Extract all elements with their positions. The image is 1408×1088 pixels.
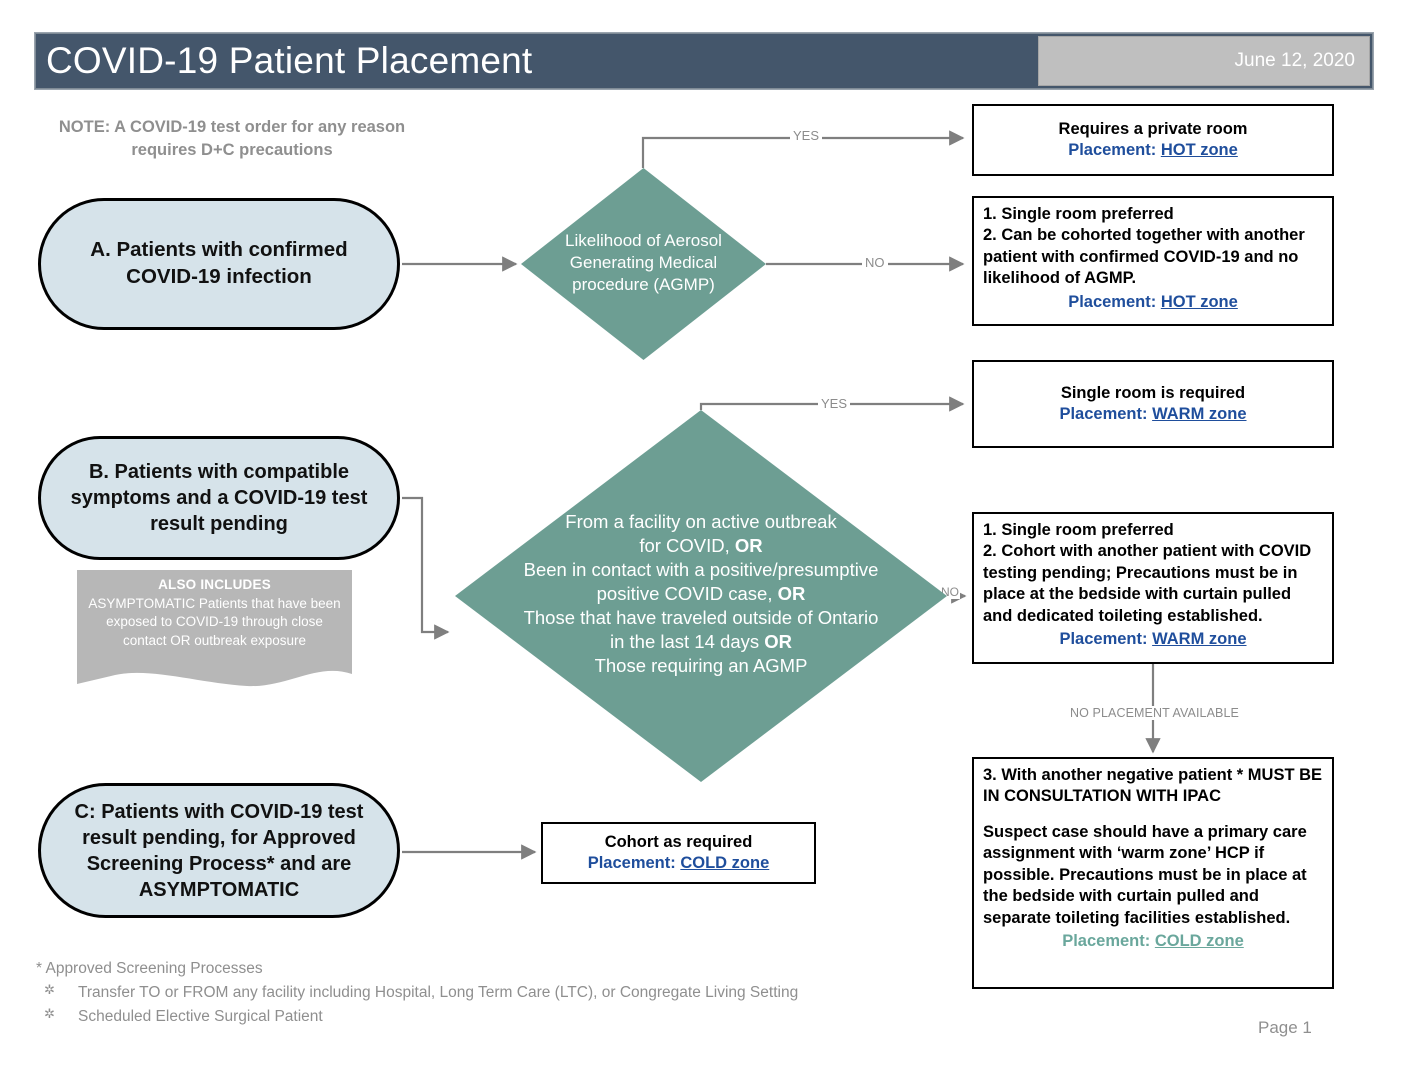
- outcome-2-line2: 2. Can be cohorted together with another…: [983, 226, 1305, 288]
- outcome-2-placement: Placement: HOT zone: [983, 292, 1323, 313]
- input-node-c-label: C: Patients with COVID-19 test result pe…: [74, 800, 364, 901]
- outcome-6-zone: COLD zone: [680, 854, 770, 872]
- footer-list-item-label: Scheduled Elective Surgical Patient: [78, 1008, 323, 1025]
- outcome-5-placement: Placement: COLD zone: [983, 931, 1323, 952]
- outcome-box-negative-patient-cold[interactable]: 3. With another negative patient * MUST …: [972, 757, 1334, 989]
- decision-criteria-line6-or: OR: [764, 631, 792, 653]
- decision-criteria-line7: Those requiring an AGMP: [594, 655, 808, 677]
- outcome-4-zone: WARM zone: [1152, 630, 1247, 649]
- decision-agmp-line2: Generating Medical: [569, 253, 718, 273]
- edge-label-yes-criteria: YES: [818, 396, 851, 411]
- outcome-4-line1: 1. Single room preferred: [983, 521, 1174, 539]
- outcome-box-private-room-hot[interactable]: Requires a private room Placement: HOT z…: [972, 104, 1334, 176]
- decision-criteria-line3: Been in contact with a positive/presumpt…: [523, 559, 879, 581]
- outcome-box-cohort-hot[interactable]: 1. Single room preferred 2. Can be cohor…: [972, 196, 1334, 326]
- outcome-5-line2: Suspect case should have a primary care …: [983, 822, 1307, 927]
- outcome-3-line1: Single room is required: [1060, 383, 1246, 402]
- outcome-2-line1: 1. Single room preferred: [983, 205, 1174, 223]
- decision-criteria-line2-or: OR: [734, 535, 763, 557]
- decision-agmp-line1: Likelihood of Aerosol: [565, 231, 722, 250]
- page-title: COVID-19 Patient Placement: [46, 40, 533, 81]
- input-node-a-label: A. Patients with confirmed COVID-19 infe…: [90, 238, 348, 288]
- diamond-shape: [521, 168, 766, 360]
- outcome-box-single-room-warm[interactable]: Single room is required Placement: WARM …: [972, 360, 1334, 448]
- bullet-icon: ✲: [44, 1006, 55, 1021]
- torn-banner-shape: [77, 570, 352, 687]
- decision-criteria-line6-text: in the last 14 days: [609, 631, 765, 653]
- input-node-b[interactable]: B. Patients with compatible symptoms and…: [38, 436, 400, 560]
- outcome-1-zone: HOT zone: [1160, 141, 1238, 159]
- outcome-5-zone: COLD zone: [1154, 932, 1244, 951]
- outcome-3-placement-label: Placement:: [1059, 405, 1153, 423]
- outcome-2-zone: HOT zone: [1160, 292, 1238, 311]
- footer-heading: * Approved Screening Processes: [36, 960, 263, 977]
- footer-list: ✲ Transfer TO or FROM any facility inclu…: [36, 982, 836, 1028]
- outcome-3-zone: WARM zone: [1152, 405, 1247, 423]
- also-includes-body: ASYMPTOMATIC Patients that have been exp…: [88, 595, 341, 648]
- decision-criteria-line4: positive COVID case, OR: [455, 582, 947, 606]
- bullet-icon: ✲: [44, 982, 55, 997]
- outcome-4-placement-label: Placement:: [1059, 630, 1153, 649]
- header-date-box: June 12, 2020: [1038, 36, 1370, 86]
- also-includes-title: ALSO INCLUDES: [158, 577, 271, 592]
- decision-criteria-line4-text: positive COVID case,: [596, 583, 778, 605]
- page-number: Page 1: [1258, 1018, 1312, 1037]
- decision-criteria-line6: in the last 14 days OR: [455, 630, 947, 654]
- decision-criteria-line4-or: OR: [777, 583, 806, 605]
- outcome-5-placement-label: Placement:: [1062, 932, 1155, 951]
- decision-criteria-line1: From a facility on active outbreak: [565, 511, 837, 532]
- input-node-b-label: B. Patients with compatible symptoms and…: [70, 461, 368, 535]
- also-includes-banner: ALSO INCLUDES ASYMPTOMATIC Patients that…: [77, 570, 352, 692]
- input-node-c[interactable]: C: Patients with COVID-19 test result pe…: [38, 783, 400, 918]
- outcome-box-cohort-cold[interactable]: Cohort as required Placement: COLD zone: [541, 822, 816, 884]
- decision-criteria-line5: Those that have traveled outside of Onta…: [523, 607, 879, 629]
- outcome-5-spacer: [983, 808, 1323, 822]
- edge-label-yes-agmp: YES: [790, 128, 823, 143]
- outcome-6-line1: Cohort as required: [604, 832, 753, 851]
- outcome-1-placement: Placement: HOT zone: [983, 140, 1323, 161]
- footer-list-item-label: Transfer TO or FROM any facility includi…: [78, 984, 799, 1001]
- outcome-2-placement-label: Placement:: [1068, 292, 1161, 311]
- edge-label-no-placement-available: NO PLACEMENT AVAILABLE: [1067, 706, 1242, 720]
- input-node-a[interactable]: A. Patients with confirmed COVID-19 infe…: [38, 198, 400, 330]
- edge-label-no-agmp: NO: [862, 255, 888, 270]
- outcome-1-line1: Requires a private room: [1058, 119, 1248, 138]
- footer-list-item: ✲ Transfer TO or FROM any facility inclu…: [36, 982, 836, 1004]
- outcome-3-placement: Placement: WARM zone: [983, 404, 1323, 425]
- diamond-shape: [455, 410, 947, 782]
- outcome-6-placement: Placement: COLD zone: [552, 853, 805, 874]
- decision-criteria-line2: for COVID, OR: [455, 534, 947, 558]
- outcome-6-placement-label: Placement:: [587, 854, 681, 872]
- decision-criteria-line2-text: for COVID,: [639, 535, 735, 557]
- note-text: NOTE: A COVID-19 test order for any reas…: [58, 118, 406, 160]
- footer-notes: * Approved Screening Processes ✲ Transfe…: [36, 958, 836, 1030]
- footer-list-item: ✲ Scheduled Elective Surgical Patient: [36, 1006, 836, 1028]
- outcome-box-cohort-warm[interactable]: 1. Single room preferred 2. Cohort with …: [972, 512, 1334, 664]
- outcome-5-line1: 3. With another negative patient * MUST …: [983, 766, 1323, 806]
- outcome-1-placement-label: Placement:: [1068, 141, 1161, 159]
- decision-criteria[interactable]: From a facility on active outbreak for C…: [455, 410, 947, 782]
- outcome-4-line2: 2. Cohort with another patient with COVI…: [983, 542, 1312, 625]
- decision-agmp[interactable]: Likelihood of Aerosol Generating Medical…: [521, 168, 766, 360]
- decision-agmp-line3: procedure (AGMP): [572, 275, 715, 295]
- header-date: June 12, 2020: [1234, 50, 1355, 71]
- outcome-4-placement: Placement: WARM zone: [983, 629, 1323, 650]
